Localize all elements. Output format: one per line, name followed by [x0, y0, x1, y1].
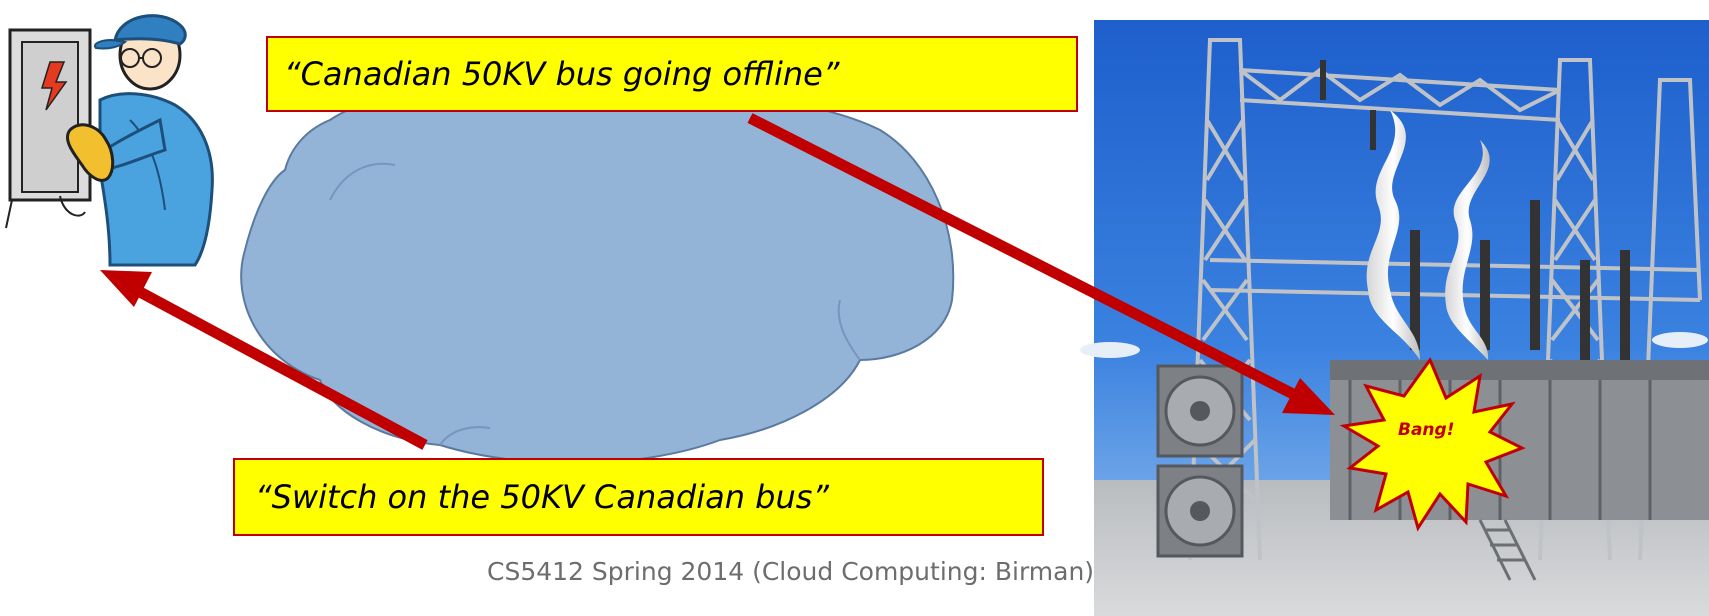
smoke-icon: [1366, 110, 1490, 360]
callout-switch-on-message: “Switch on the 50KV Canadian bus”: [233, 458, 1044, 536]
arrow-to-substation: [747, 113, 1335, 415]
electrical-panel: [5, 28, 92, 229]
arrow-to-technician: [100, 270, 428, 450]
slide-footer: CS5412 Spring 2014 (Cloud Computing: Bir…: [487, 557, 1095, 586]
callout-offline-message: “Canadian 50KV bus going offline”: [266, 36, 1078, 112]
explosion-starburst: [1339, 356, 1526, 532]
callout-switch-on-text: “Switch on the 50KV Canadian bus”: [255, 478, 829, 516]
callout-offline-text: “Canadian 50KV bus going offline”: [284, 55, 840, 93]
bang-label: Bang!: [1398, 420, 1455, 440]
